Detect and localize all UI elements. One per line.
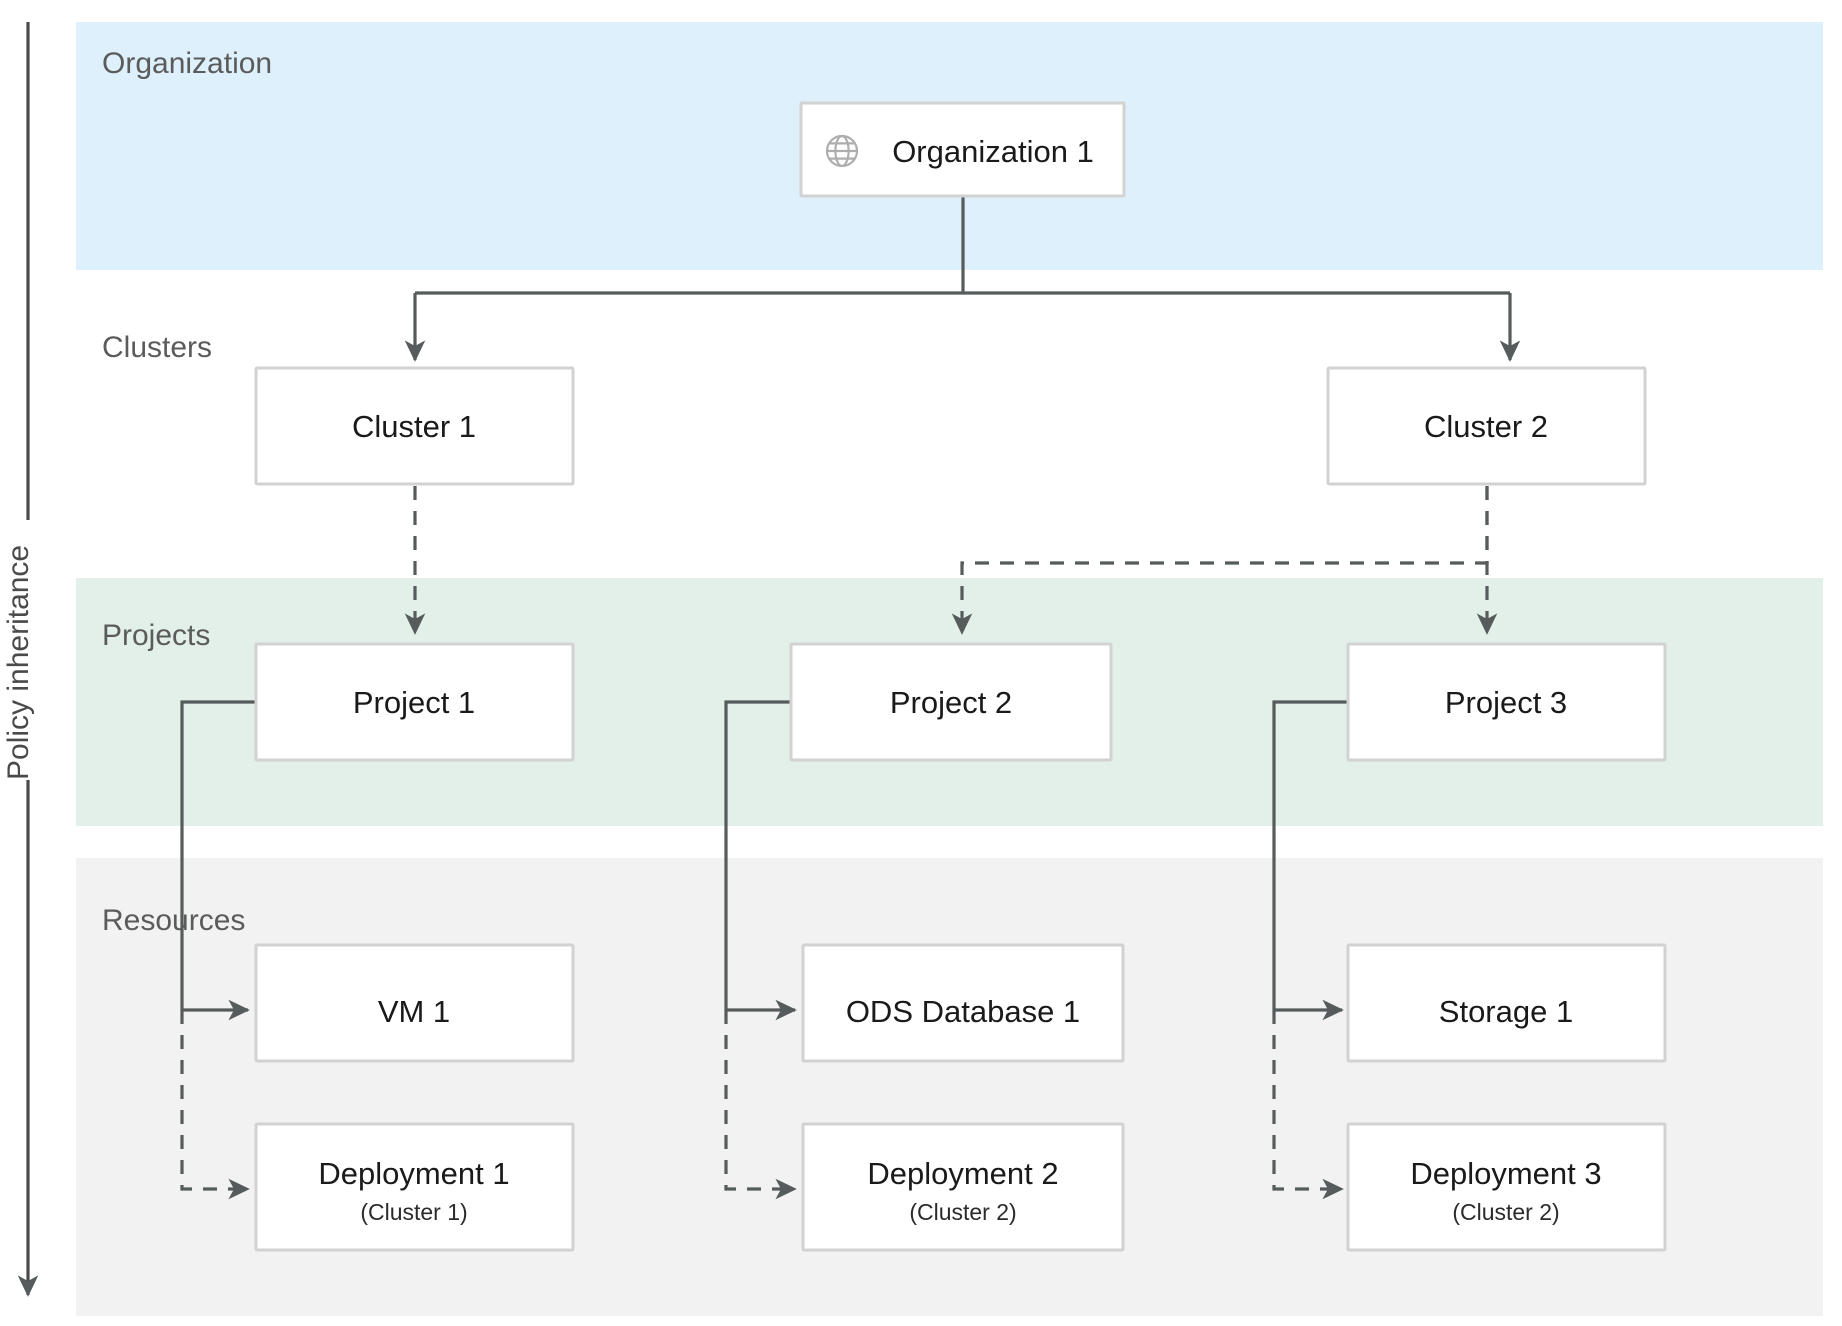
globe-icon: [825, 134, 859, 168]
node-ods-database-1-box[interactable]: [801, 943, 1125, 1063]
node-deployment-3-label: Deployment 3: [1410, 1156, 1601, 1191]
node-ods-database-1[interactable]: ODS Database 1: [801, 943, 1125, 1063]
node-deployment-1[interactable]: Deployment 1 (Cluster 1): [254, 1122, 575, 1252]
edge-project1-to-resources: [180, 700, 255, 1200]
node-deployment-2[interactable]: Deployment 2 (Cluster 2): [801, 1122, 1125, 1252]
node-cluster-2-box[interactable]: [1326, 366, 1647, 486]
node-project-2[interactable]: Project 2: [789, 642, 1113, 762]
node-organization-1-label: Organization 1: [892, 134, 1094, 169]
edge-project3-to-deployment3: [1272, 1010, 1344, 1200]
node-project-2-box[interactable]: [789, 642, 1113, 762]
node-project-3-box[interactable]: [1346, 642, 1667, 762]
node-deployment-1-box[interactable]: [254, 1122, 575, 1252]
edge-project2-trunk: [724, 700, 790, 1010]
band-label-clusters: Clusters: [102, 331, 212, 364]
node-cluster-1[interactable]: Cluster 1: [254, 366, 575, 486]
node-storage-1-box[interactable]: [1346, 943, 1667, 1063]
node-storage-1-label: Storage 1: [1439, 994, 1573, 1029]
edge-project2-to-resources: [724, 700, 797, 1200]
node-project-1-label: Project 1: [353, 685, 475, 720]
node-project-1[interactable]: Project 1: [254, 642, 575, 762]
node-project-1-box[interactable]: [254, 642, 575, 762]
policy-inheritance-axis: Policy inheritance: [2, 22, 39, 1297]
node-ods-database-1-label: ODS Database 1: [846, 994, 1080, 1029]
node-vm-1-box[interactable]: [254, 943, 575, 1063]
node-storage-1[interactable]: Storage 1: [1346, 943, 1667, 1063]
edge-project2-to-deployment2: [724, 1010, 797, 1200]
node-vm-1-label: VM 1: [378, 994, 450, 1029]
node-cluster-1-box[interactable]: [254, 366, 575, 486]
edge-org-to-clusters: [404, 196, 1521, 362]
node-vm-1[interactable]: VM 1: [254, 943, 575, 1063]
node-deployment-2-sublabel: (Cluster 2): [909, 1199, 1016, 1225]
band-label-resources: Resources: [102, 904, 245, 937]
axis-label-policy-inheritance: Policy inheritance: [2, 545, 35, 780]
node-cluster-1-label: Cluster 1: [352, 409, 476, 444]
node-deployment-2-box[interactable]: [801, 1122, 1125, 1252]
node-cluster-2-label: Cluster 2: [1424, 409, 1548, 444]
node-organization-1[interactable]: Organization 1: [799, 101, 1126, 198]
band-label-projects: Projects: [102, 619, 210, 652]
edge-project3-trunk: [1272, 700, 1347, 1010]
node-organization-1-box[interactable]: [799, 101, 1126, 198]
edge-cluster2-to-projects: [951, 486, 1498, 635]
node-deployment-3-sublabel: (Cluster 2): [1452, 1199, 1559, 1225]
node-deployment-2-label: Deployment 2: [867, 1156, 1058, 1191]
node-cluster-2[interactable]: Cluster 2: [1326, 366, 1647, 486]
node-deployment-3[interactable]: Deployment 3 (Cluster 2): [1346, 1122, 1667, 1252]
node-project-2-label: Project 2: [890, 685, 1012, 720]
node-deployment-3-box[interactable]: [1346, 1122, 1667, 1252]
band-label-organization: Organization: [102, 47, 272, 80]
node-project-3[interactable]: Project 3: [1346, 642, 1667, 762]
band-clusters: Clusters: [102, 331, 212, 364]
edge-project1-to-deployment1: [180, 1010, 250, 1200]
node-deployment-1-sublabel: (Cluster 1): [360, 1199, 467, 1225]
node-project-3-label: Project 3: [1445, 685, 1567, 720]
node-deployment-1-label: Deployment 1: [318, 1156, 509, 1191]
edge-project3-to-resources: [1272, 700, 1347, 1200]
edge-project1-trunk: [180, 700, 255, 1010]
